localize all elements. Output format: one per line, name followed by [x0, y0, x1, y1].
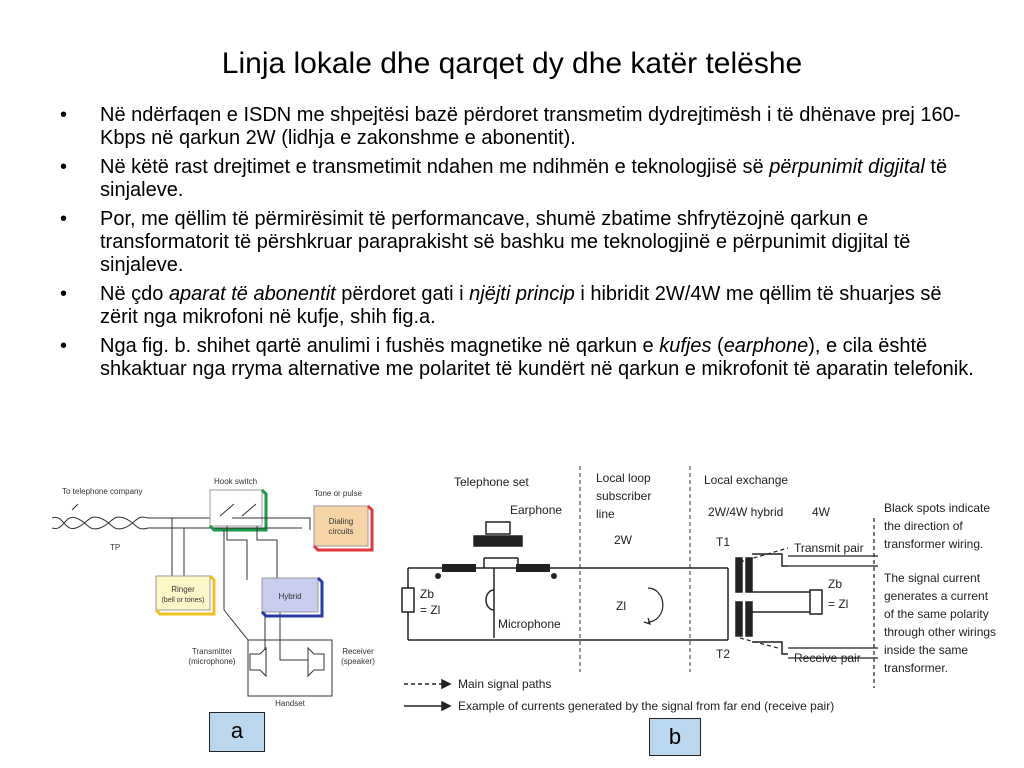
- bullet-item: •Në ndërfaqen e ISDN me shpejtësi bazë p…: [60, 104, 961, 149]
- bullet-item: •Por, me qëllim të përmirësimit të perfo…: [60, 208, 911, 276]
- fig-a-receiver-label-2: (speaker): [341, 657, 375, 666]
- fig-b-zb-label: Zb: [420, 587, 434, 601]
- fig-a-dialing-label-2: circuits: [329, 527, 354, 536]
- hybrid-transformers: [727, 553, 819, 655]
- fig-a-hook-switch-label: Hook switch: [214, 477, 257, 486]
- fig-a-transmitter-label: Transmitter: [192, 647, 232, 656]
- fig-b-note2-line5: inside the same: [884, 643, 968, 657]
- fig-b-subscriber-label: subscriber: [596, 489, 651, 503]
- legend-dashed-arrow: [404, 678, 452, 690]
- hybrid-box: [260, 576, 324, 618]
- fig-b-line-label: line: [596, 507, 615, 521]
- dialing-circuits-box: [312, 504, 374, 552]
- fig-b-t2-label: T2: [716, 647, 730, 661]
- fig-a-transmitter-label-2: (microphone): [188, 657, 235, 666]
- legend-solid-arrow: [404, 700, 452, 712]
- transmit-pair-wires: [788, 518, 878, 688]
- fig-b-note2-line6: transformer.: [884, 661, 948, 675]
- fig-a-handset-label: Handset: [275, 699, 306, 708]
- figure-b-label: b: [649, 718, 701, 756]
- fig-b-zb-right-label: Zb: [828, 577, 842, 591]
- fig-a-to-company-label: To telephone company: [62, 487, 143, 496]
- fig-a-receiver-label: Receiver: [342, 647, 374, 656]
- fig-b-note1-line3: transformer wiring.: [884, 537, 983, 551]
- fig-b-zb-eq-label: = Zl: [420, 603, 440, 617]
- fig-a-ringer-label: Ringer: [171, 585, 195, 594]
- fig-b-note1-line1: Black spots indicate: [884, 501, 990, 515]
- bullet-item: •Në çdo aparat të abonentit përdoret gat…: [60, 283, 942, 328]
- slide-title: Linja lokale dhe qarqet dy dhe katër tel…: [221, 47, 803, 80]
- fig-b-4w-label: 4W: [812, 505, 831, 519]
- earphone-symbol: [473, 521, 523, 547]
- fig-b-note2-line3: of the same polarity: [884, 607, 989, 621]
- fig-b-legend-example: Example of currents generated by the sig…: [458, 699, 834, 713]
- fig-b-zl-label: Zl: [616, 599, 626, 613]
- signal-arc-arrow: [643, 587, 664, 625]
- fig-b-earphone-label: Earphone: [510, 503, 562, 517]
- hook-switch-box: [208, 488, 268, 532]
- fig-b-telephone-set-label: Telephone set: [454, 475, 529, 489]
- fig-a-ringer-label-2: (bell or tones): [162, 597, 205, 604]
- fig-a-dialing-label: Dialing: [329, 517, 353, 526]
- fig-b-t1-label: T1: [716, 535, 730, 549]
- microphone-symbol: [485, 589, 495, 611]
- fig-b-microphone-label: Microphone: [498, 617, 561, 631]
- fig-b-zb-right-eq-label: = Zl: [828, 597, 848, 611]
- fig-a-tone-pulse-label: Tone or pulse: [314, 489, 363, 498]
- bullet-list: •Në ndërfaqen e ISDN me shpejtësi bazë p…: [60, 104, 980, 387]
- fig-b-note2-line2: generates a current: [884, 589, 989, 603]
- dashed-separators: [579, 466, 691, 672]
- fig-a-tp-label: TP: [110, 543, 120, 552]
- fig-b-transmit-pair-label: Transmit pair: [794, 541, 864, 555]
- zb-resistor-right: [809, 589, 823, 615]
- vertical-wires: [171, 517, 311, 650]
- bullet-item: •Nga fig. b. shihet qartë anulimi i fush…: [60, 335, 974, 380]
- fig-b-local-loop-label: Local loop: [596, 471, 651, 485]
- fig-b-legend-main: Main signal paths: [458, 677, 551, 691]
- fig-b-hybrid-label: 2W/4W hybrid: [708, 505, 783, 519]
- fig-b-note1-line2: the direction of: [884, 519, 963, 533]
- twisted-pair-wires: [52, 503, 232, 530]
- dashed-paths: [739, 547, 789, 649]
- fig-a-hybrid-label: Hybrid: [278, 592, 301, 601]
- fig-b-local-exchange-label: Local exchange: [704, 473, 788, 487]
- handset-outline: [247, 639, 333, 697]
- fig-b-note2-line4: through other wirings: [884, 625, 996, 639]
- zb-resistor-left: [401, 587, 415, 613]
- figure-a-telephone-diagram: To telephone company TP Hook switch Tone…: [52, 477, 375, 708]
- ringer-box: [154, 574, 216, 616]
- transformer-bars: [435, 564, 557, 579]
- figure-a-label: a: [209, 712, 265, 752]
- fig-b-2w-label: 2W: [614, 533, 633, 547]
- fig-b-note2-line1: The signal current: [884, 571, 981, 585]
- figure-b-hybrid-diagram: Telephone set Earphone Local loop subscr…: [401, 466, 996, 713]
- bullet-item: •Në këtë rast drejtimet e transmetimit n…: [60, 156, 948, 201]
